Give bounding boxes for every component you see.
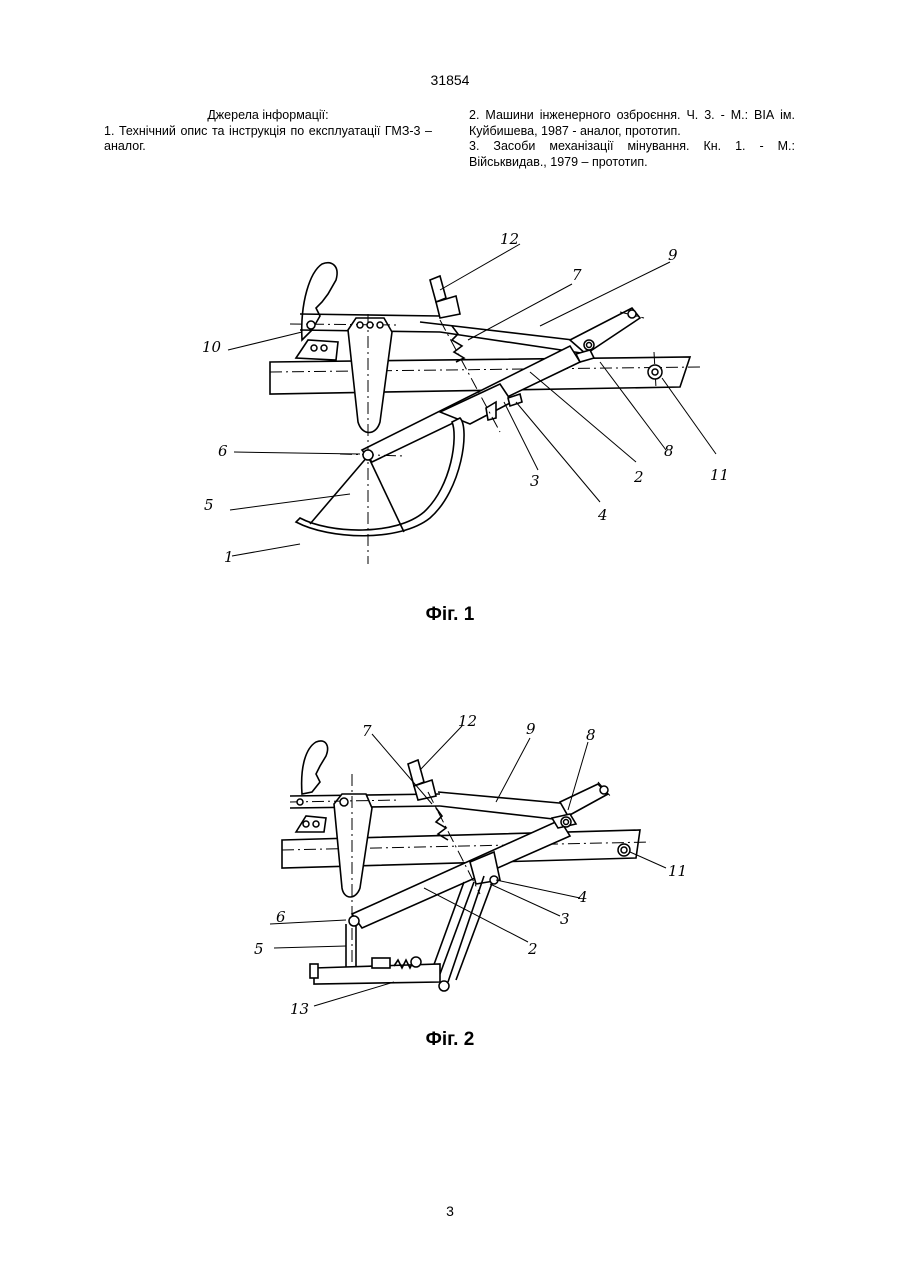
fig2-label-5: 5 [254, 940, 264, 958]
figure-1: 12 7 9 10 8 11 2 3 4 6 5 1 [0, 222, 900, 582]
fig2-label-7: 7 [362, 722, 372, 740]
fig1-label-4: 4 [597, 506, 608, 524]
patent-number: 31854 [0, 72, 900, 88]
figure-1-drawing: 12 7 9 10 8 11 2 3 4 6 5 1 [0, 222, 900, 582]
fig2-label-2: 2 [527, 940, 538, 958]
fig1-label-7: 7 [572, 266, 582, 284]
fig2-label-3: 3 [560, 910, 570, 928]
fig1-label-3: 3 [530, 472, 540, 490]
source-ref-2: 2. Машини інженерного озброєння. Ч. 3. -… [469, 108, 795, 139]
fig2-label-13: 13 [290, 1000, 309, 1018]
fig1-label-11: 11 [710, 466, 729, 484]
sources-left-column: Джерела інформації: 1. Технічний опис та… [104, 108, 432, 155]
sources-right-column: 2. Машини інженерного озброєння. Ч. 3. -… [469, 108, 795, 170]
fig2-label-11: 11 [668, 862, 687, 880]
figure-2-caption: Фіг. 2 [0, 1029, 900, 1051]
fig2-label-12: 12 [458, 712, 477, 730]
sources-heading: Джерела інформації: [104, 108, 432, 124]
fig2-label-6: 6 [276, 908, 286, 926]
figure-2-drawing: 12 7 9 8 11 4 3 2 6 5 13 [0, 712, 900, 1022]
page-number: 3 [0, 1203, 900, 1219]
fig1-label-8: 8 [664, 442, 674, 460]
fig2-label-9: 9 [526, 720, 536, 738]
figure-1-caption: Фіг. 1 [0, 604, 900, 626]
fig2-label-8: 8 [586, 726, 596, 744]
source-ref-1: 1. Технічний опис та інструкція по експл… [104, 124, 432, 155]
source-ref-3: 3. Засоби механізації мінування. Кн. 1. … [469, 139, 795, 170]
fig1-label-10: 10 [202, 338, 222, 356]
fig1-label-1: 1 [224, 548, 234, 566]
fig1-label-9: 9 [668, 246, 678, 264]
fig1-label-5: 5 [204, 496, 214, 514]
figure-2: 12 7 9 8 11 4 3 2 6 5 13 [0, 712, 900, 1022]
fig2-label-4: 4 [577, 888, 588, 906]
fig1-label-12: 12 [500, 230, 519, 248]
fig1-label-6: 6 [218, 442, 228, 460]
fig1-label-2: 2 [633, 468, 644, 486]
